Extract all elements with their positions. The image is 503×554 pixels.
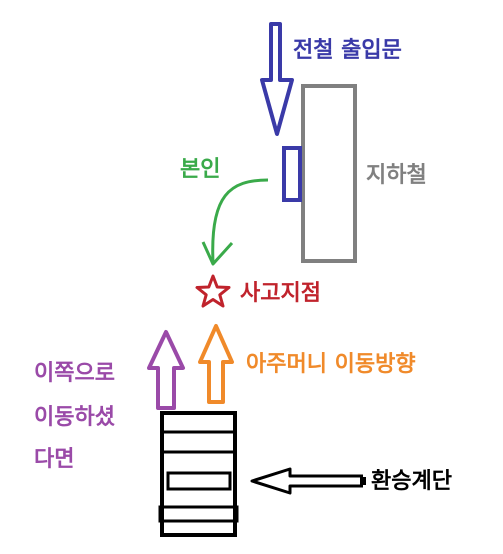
entrance-arrow-icon [260, 22, 294, 136]
accident-label: 사고지점 [240, 281, 321, 306]
subway-car [301, 84, 357, 263]
alt-path-arrow-icon [147, 330, 185, 410]
alt-path-label-line1: 이쪽으로 [34, 361, 115, 386]
subway-door [282, 146, 302, 202]
woman-path-label: 아주머니 이동방향 [246, 352, 416, 377]
entrance-label: 전철 출입문 [293, 38, 402, 63]
alt-path-label-line2: 이동하셨 [34, 405, 115, 430]
alt-path-label-line3: 다면 [34, 447, 74, 472]
subway-label: 지하철 [366, 163, 427, 188]
transfer-stairs [158, 411, 239, 537]
self-path-arrow-icon [211, 178, 269, 263]
self-label: 본인 [180, 157, 220, 182]
star-outline-icon [195, 274, 231, 308]
woman-path-arrow-icon [198, 324, 234, 404]
stairs-label: 환승계단 [371, 469, 452, 494]
stairs-pointer-arrow-icon [250, 467, 363, 495]
self-path-arrowhead-icon [201, 241, 234, 266]
